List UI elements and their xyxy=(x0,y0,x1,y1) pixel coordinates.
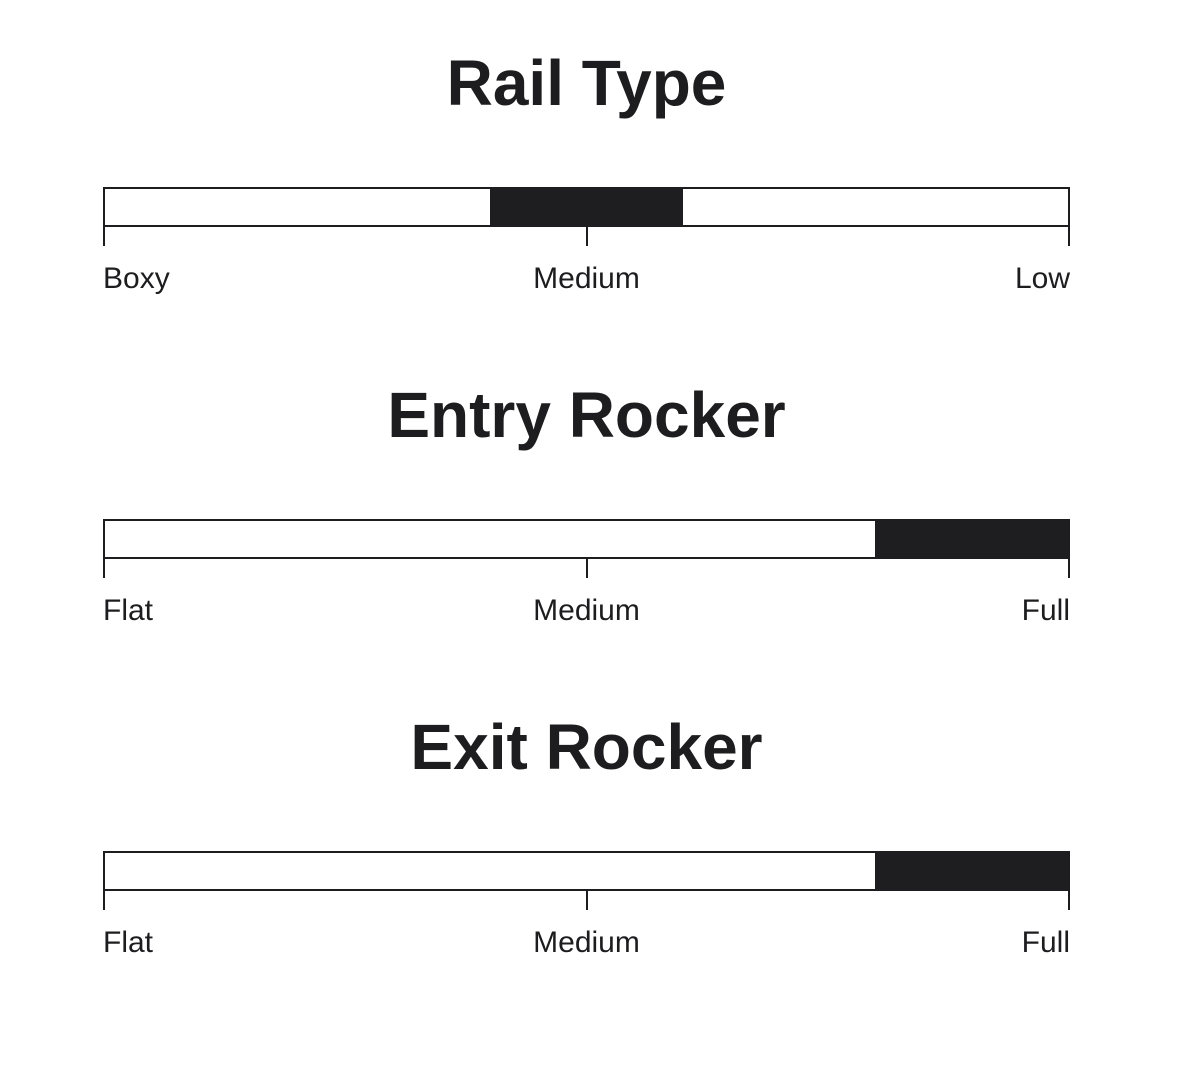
scale-label-center: Medium xyxy=(533,594,640,627)
spec-title-exit-rocker: Exit Rocker xyxy=(410,711,763,783)
label-row-exit-rocker: Flat Medium Full xyxy=(103,927,1070,959)
scale-label-left: Flat xyxy=(103,594,154,627)
tick-right xyxy=(1068,559,1070,578)
gauge-track-rail-type xyxy=(103,187,1070,227)
tick-left xyxy=(103,891,105,910)
tick-row-rail-type xyxy=(103,227,1070,246)
label-row-rail-type: Boxy Medium Low xyxy=(103,263,1070,295)
gauge-fill-entry-rocker xyxy=(875,519,1068,559)
spec-section-entry-rocker: Entry Rocker Flat Medium Full xyxy=(103,383,1070,627)
gauge-fill-rail-type xyxy=(490,187,683,227)
tick-center xyxy=(585,891,588,910)
scale-label-left: Flat xyxy=(103,926,154,959)
tick-right xyxy=(1068,891,1070,910)
spec-section-exit-rocker: Exit Rocker Flat Medium Full xyxy=(103,715,1070,959)
tick-left xyxy=(103,559,105,578)
label-row-entry-rocker: Flat Medium Full xyxy=(103,595,1070,627)
gauge-fill-exit-rocker xyxy=(875,851,1068,891)
tick-center xyxy=(585,227,588,246)
scale-label-right: Full xyxy=(1021,594,1070,627)
surfboard-spec-sheet: Rail Type Boxy Medium Low Entry Rocker F… xyxy=(103,0,1070,959)
gauge-track-exit-rocker xyxy=(103,851,1070,891)
spec-section-rail-type: Rail Type Boxy Medium Low xyxy=(103,51,1070,295)
tick-row-exit-rocker xyxy=(103,891,1070,910)
gauge-track-entry-rocker xyxy=(103,519,1070,559)
tick-right xyxy=(1068,227,1070,246)
tick-left xyxy=(103,227,105,246)
scale-label-right: Full xyxy=(1021,926,1070,959)
tick-row-entry-rocker xyxy=(103,559,1070,578)
spec-title-entry-rocker: Entry Rocker xyxy=(387,379,786,451)
scale-label-left: Boxy xyxy=(103,262,170,295)
spec-title-rail-type: Rail Type xyxy=(446,47,727,119)
tick-center xyxy=(585,559,588,578)
scale-label-center: Medium xyxy=(533,926,640,959)
scale-label-center: Medium xyxy=(533,262,640,295)
scale-label-right: Low xyxy=(1014,262,1070,295)
